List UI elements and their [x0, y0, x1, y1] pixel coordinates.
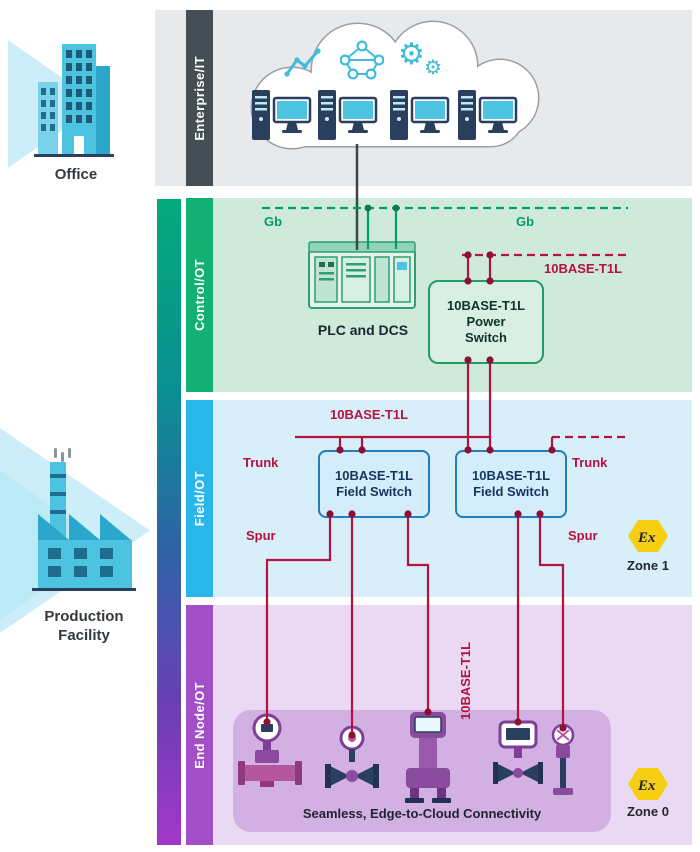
line-chart-icon — [284, 48, 321, 77]
layer-gradient-bar — [157, 199, 181, 845]
zone0-label: Zone 0 — [627, 804, 669, 819]
band-label-field: Field/OT — [186, 400, 213, 597]
field-switch-right: 10BASE-T1L Field Switch — [455, 450, 567, 518]
t1l-label-endnode-vertical: 10BASE-T1L — [458, 641, 473, 720]
t1l-label-control: 10BASE-T1L — [544, 261, 623, 276]
band-label-control: Control/OT — [186, 198, 213, 392]
office-label: Office — [54, 166, 98, 183]
gear-small-icon: ⚙ — [424, 57, 442, 79]
gb-label-left: Gb — [264, 214, 283, 229]
endnode-caption: Seamless, Edge-to-Cloud Connectivity — [302, 806, 542, 821]
zone1-label: Zone 1 — [627, 558, 669, 573]
ex-zone1-icon: Ex — [628, 520, 668, 552]
device-pressure-transmitter-icon — [493, 720, 543, 784]
device-flow-meter-icon — [238, 713, 302, 787]
spur-label-left: Spur — [246, 528, 276, 543]
production-facility-label: Production Facility — [44, 608, 124, 644]
gb-label-right: Gb — [516, 214, 535, 229]
spur-label-right: Spur — [568, 528, 598, 543]
band-label-enterprise: Enterprise/IT — [186, 10, 213, 186]
ex-zone0-icon: Ex — [628, 768, 668, 800]
device-compact-transmitter-icon — [551, 724, 575, 795]
power-switch-box: 10BASE-T1L Power Switch — [428, 280, 544, 364]
plc-caption: PLC and DCS — [317, 322, 409, 338]
trunk-label-right: Trunk — [572, 455, 608, 470]
band-label-end-node: End Node/OT — [186, 605, 213, 845]
device-valve-transmitter-icon — [325, 726, 379, 788]
office-building-icon — [34, 44, 114, 157]
t1l-label-field: 10BASE-T1L — [330, 407, 409, 422]
network-graph-icon — [340, 40, 384, 80]
trunk-label-left: Trunk — [243, 455, 279, 470]
svg-text:Ex: Ex — [637, 778, 656, 794]
server-monitor-icon — [458, 90, 518, 140]
device-coriolis-meter-icon — [405, 712, 451, 803]
server-monitor-icon — [252, 90, 312, 140]
plc-dcs-icon — [308, 241, 416, 309]
field-switch-left: 10BASE-T1L Field Switch — [318, 450, 430, 518]
server-monitor-icon — [318, 90, 378, 140]
server-monitor-icon — [390, 90, 450, 140]
production-facility-icon — [32, 448, 136, 591]
svg-text:Ex: Ex — [637, 530, 656, 546]
gears-icon: ⚙ — [398, 38, 425, 71]
